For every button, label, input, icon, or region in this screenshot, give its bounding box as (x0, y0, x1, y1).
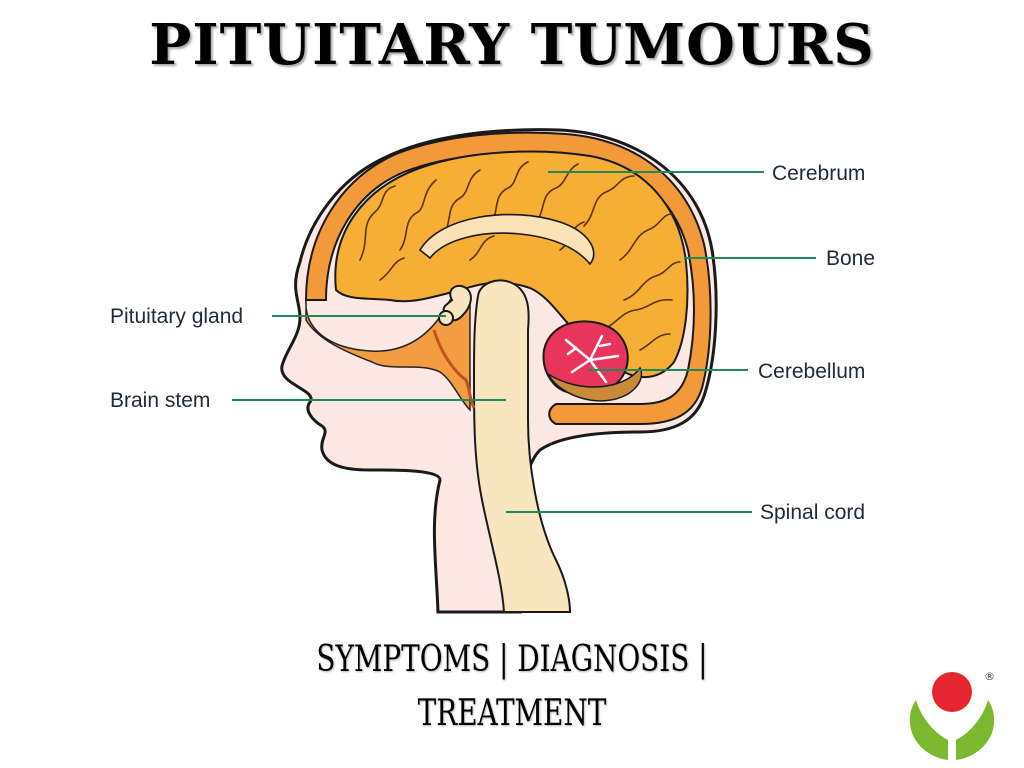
logo-red-dot (932, 672, 972, 712)
label-cerebellum: Cerebellum (758, 360, 865, 383)
cerebrum-folds (359, 161, 681, 351)
logo-left-leaf (909, 700, 948, 760)
subtitle-line-2: TREATMENT (417, 693, 607, 734)
corpus-callosum (418, 213, 595, 266)
skull-base (305, 299, 471, 412)
pituitary-gland (438, 284, 472, 326)
label-pituitary-gland: Pituitary gland (110, 305, 243, 328)
page-title: PITUITARY TUMOURS (149, 12, 875, 78)
logo-registered-mark: ® (984, 670, 995, 683)
sprout-with-red-dot-icon: ® (909, 670, 995, 760)
brain-stem-spinal-cord (473, 279, 572, 613)
subtitle-line-1: SYMPTOMS | DIAGNOSIS | (316, 639, 708, 680)
leader-lines (232, 171, 816, 513)
label-cerebrum: Cerebrum (772, 162, 865, 185)
label-bone: Bone (826, 247, 875, 270)
logo-right-leaf (956, 700, 995, 760)
label-brain-stem: Brain stem (110, 389, 210, 412)
label-spinal-cord: Spinal cord (760, 501, 865, 524)
cerebellum (542, 320, 643, 402)
